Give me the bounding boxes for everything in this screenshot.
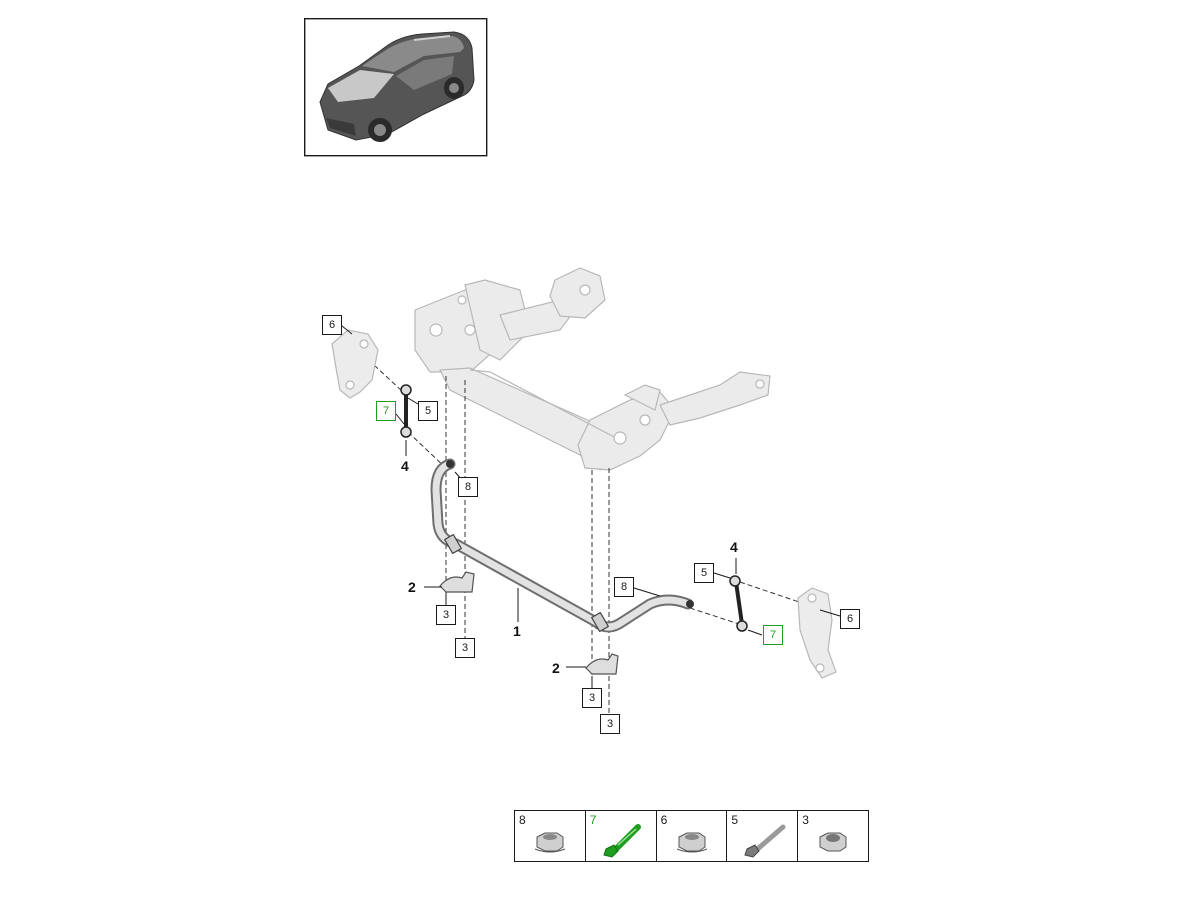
legend-number: 7 <box>589 813 597 827</box>
legend-number: 5 <box>731 813 739 827</box>
nut-icon <box>534 832 566 853</box>
bracket-right <box>585 653 619 675</box>
callout-6-knuckle-left[interactable]: 6 <box>322 315 342 335</box>
leader-lines <box>341 325 841 688</box>
nut-icon <box>676 832 707 853</box>
callout-3-nut-right-a[interactable]: 3 <box>582 688 602 708</box>
coupling-rod-left <box>400 384 412 438</box>
steering-knuckle-right <box>797 587 837 679</box>
bolt-icon <box>603 824 641 858</box>
steering-knuckle-left <box>331 329 379 399</box>
callout-8-nut-right[interactable]: 8 <box>614 577 634 597</box>
callout-3-nut-right-b[interactable]: 3 <box>600 714 620 734</box>
callout-4-coupling-rod-left[interactable]: 4 <box>401 458 409 474</box>
legend-item-5[interactable]: 5 <box>727 811 799 861</box>
callout-1-stabilizer[interactable]: 1 <box>513 623 521 639</box>
callout-3-nut-left-a[interactable]: 3 <box>436 605 456 625</box>
callout-6-knuckle-right[interactable]: 6 <box>840 609 860 629</box>
alignment-lines <box>344 337 806 716</box>
legend-item-6[interactable]: 6 <box>657 811 728 861</box>
callout-7-bolt-left[interactable]: 7 <box>376 401 396 421</box>
callout-3-nut-left-b[interactable]: 3 <box>455 638 475 658</box>
callout-7-bolt-right[interactable]: 7 <box>763 625 783 645</box>
stabilizer-bar <box>430 458 694 633</box>
callout-5-bolt-left[interactable]: 5 <box>418 401 438 421</box>
legend-item-8[interactable]: 8 <box>515 811 586 861</box>
legend-item-7[interactable]: 7 <box>586 811 657 861</box>
vehicle-thumbnail <box>304 18 488 157</box>
front-subframe <box>414 267 771 471</box>
callout-4-coupling-rod-right[interactable]: 4 <box>730 539 738 555</box>
callout-2-bracket-left[interactable]: 2 <box>408 579 416 595</box>
legend-number: 3 <box>802 813 809 827</box>
nut-icon <box>819 832 847 852</box>
bracket-left <box>439 571 475 593</box>
legend-number: 8 <box>519 813 526 827</box>
bolt-icon <box>744 824 786 858</box>
fastener-legend: 8 7 6 5 3 <box>514 810 869 862</box>
legend-item-3[interactable]: 3 <box>798 811 868 861</box>
callout-8-nut-left[interactable]: 8 <box>458 477 478 497</box>
callout-5-bolt-right[interactable]: 5 <box>694 563 714 583</box>
callout-2-bracket-right[interactable]: 2 <box>552 660 560 676</box>
legend-number: 6 <box>660 813 668 827</box>
car-icon <box>319 31 475 142</box>
coupling-rod-right <box>729 575 748 632</box>
